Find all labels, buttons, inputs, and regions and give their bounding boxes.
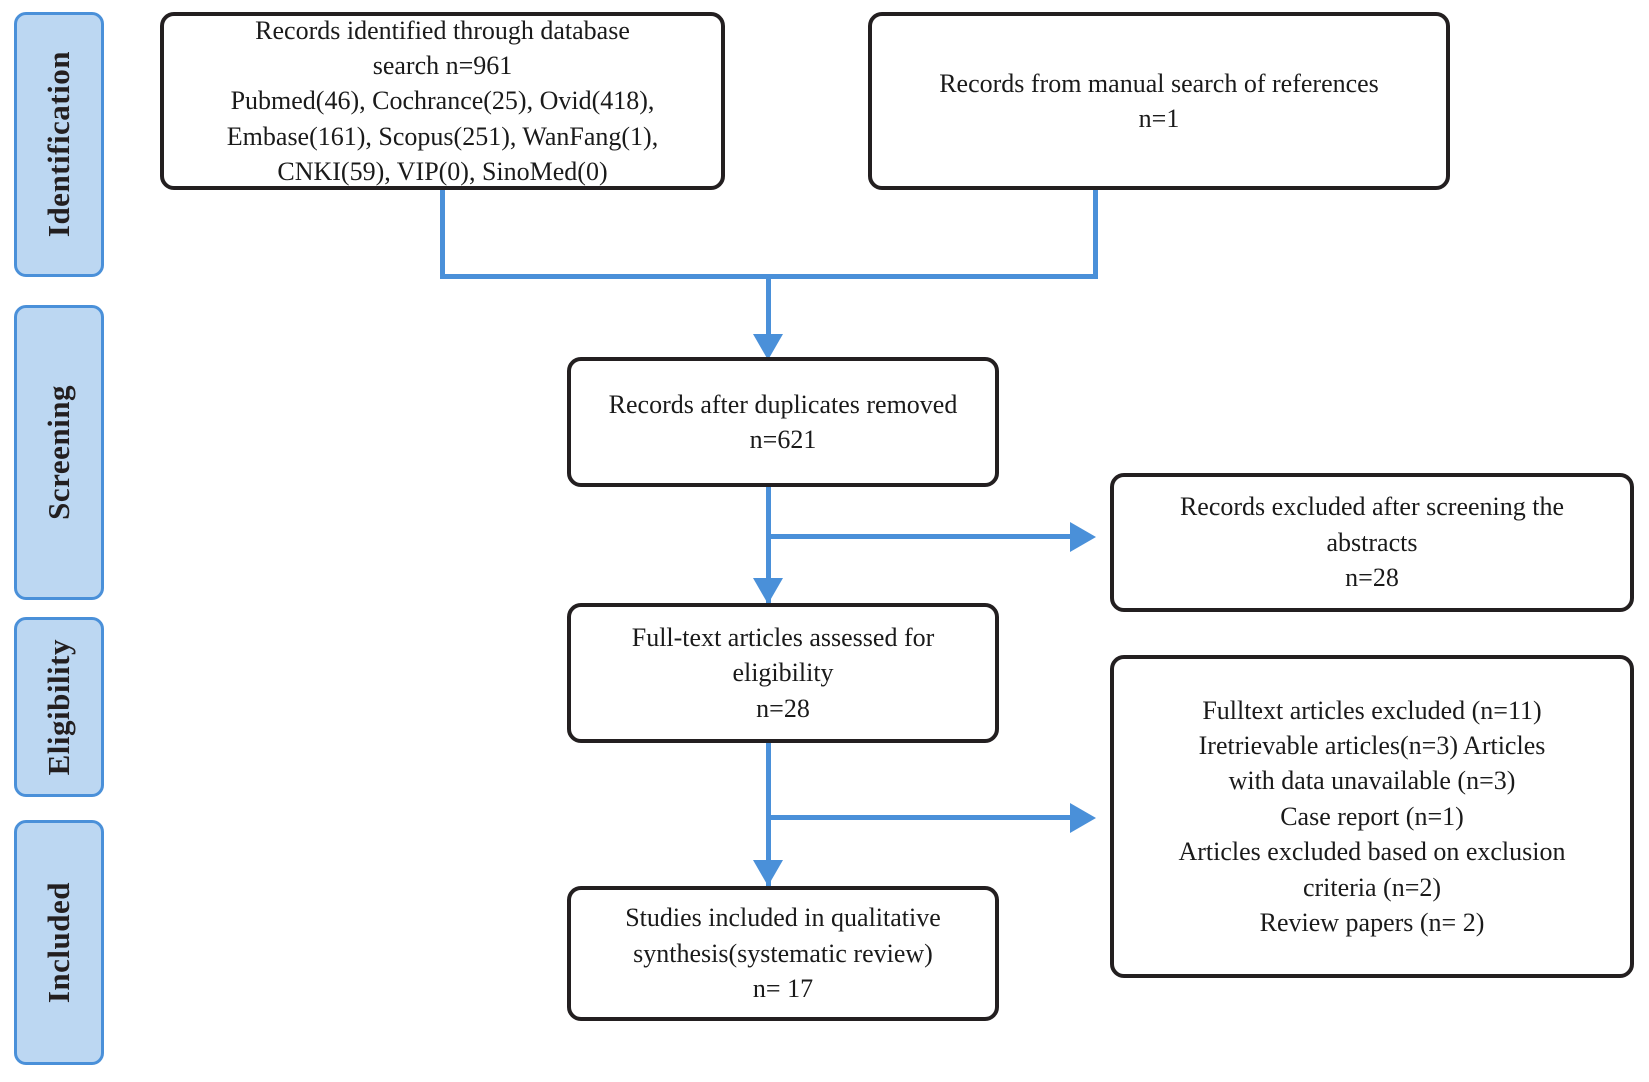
node-duplicates-removed: Records after duplicates removed n=621 [567, 357, 999, 487]
node-fulltext-excluded: Fulltext articles excluded (n=11) Iretri… [1110, 655, 1634, 978]
connector-duplicates-down [766, 486, 771, 608]
connector-eligibility-branch-tee [766, 815, 780, 820]
connector-screening-branch-tee [766, 534, 780, 539]
node-duplicates-removed-text: Records after duplicates removed n=621 [608, 389, 958, 454]
node-studies-included: Studies included in qualitative synthesi… [567, 886, 999, 1021]
node-fulltext-assessed-text: Full-text articles assessed for eligibil… [631, 622, 935, 723]
stage-eligibility: Eligibility [14, 617, 104, 797]
arrow-to-excluded-abstracts-box [1070, 522, 1096, 552]
stage-screening-label: Screening [41, 385, 76, 520]
connector-merge-down [766, 274, 771, 338]
stage-eligibility-label: Eligibility [41, 638, 76, 776]
connector-manual-down [1093, 188, 1098, 276]
arrow-to-duplicates-box [753, 334, 783, 360]
connector-to-excluded-abstracts [778, 534, 1076, 539]
arrow-to-fulltext-box [753, 578, 783, 604]
stage-identification-label: Identification [41, 51, 76, 238]
node-fulltext-excluded-text: Fulltext articles excluded (n=11) Iretri… [1178, 695, 1566, 937]
stage-identification: Identification [14, 12, 104, 277]
node-manual-search-text: Records from manual search of references… [939, 68, 1379, 133]
node-records-excluded-abstracts-text: Records excluded after screening the abs… [1179, 492, 1565, 593]
node-fulltext-assessed: Full-text articles assessed for eligibil… [567, 603, 999, 743]
connector-to-fulltext-excluded [778, 815, 1076, 820]
node-database-search: Records identified through database sear… [160, 12, 725, 190]
stage-screening: Screening [14, 305, 104, 600]
arrow-to-studies-included-box [753, 860, 783, 886]
node-database-search-text: Records identified through database sear… [226, 15, 659, 187]
node-manual-search: Records from manual search of references… [868, 12, 1450, 190]
node-studies-included-text: Studies included in qualitative synthesi… [625, 903, 941, 1004]
stage-included: Included [14, 820, 104, 1065]
connector-database-down [440, 188, 445, 276]
stage-included-label: Included [41, 881, 76, 1004]
arrow-to-fulltext-excluded-box [1070, 803, 1096, 833]
node-records-excluded-abstracts: Records excluded after screening the abs… [1110, 473, 1634, 612]
